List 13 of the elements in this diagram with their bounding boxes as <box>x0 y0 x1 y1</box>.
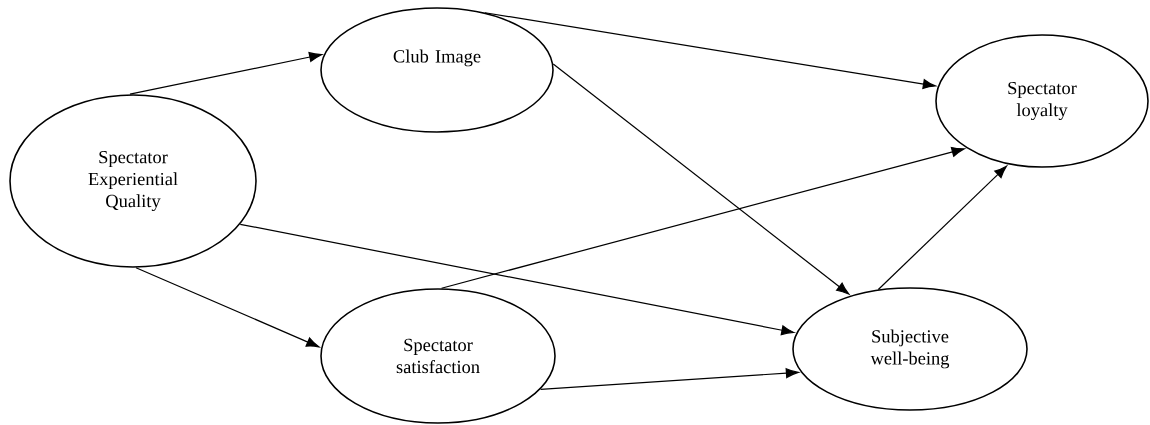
arrow <box>129 52 323 95</box>
ellipse-node: Spectator loyalty <box>935 34 1149 168</box>
arrow <box>539 368 799 390</box>
arrow <box>877 165 1008 291</box>
arrow <box>135 267 320 348</box>
ellipse-node: Spectator Experiential Quality <box>9 94 257 268</box>
arrow <box>440 147 965 289</box>
ellipse-node: Subjective well-being <box>792 287 1028 411</box>
arrow <box>552 63 850 295</box>
arrow <box>484 12 936 90</box>
ellipse-node: Spectator satisfaction <box>320 288 556 424</box>
arrow <box>239 223 795 336</box>
ellipse-node: Club Image <box>320 7 554 133</box>
